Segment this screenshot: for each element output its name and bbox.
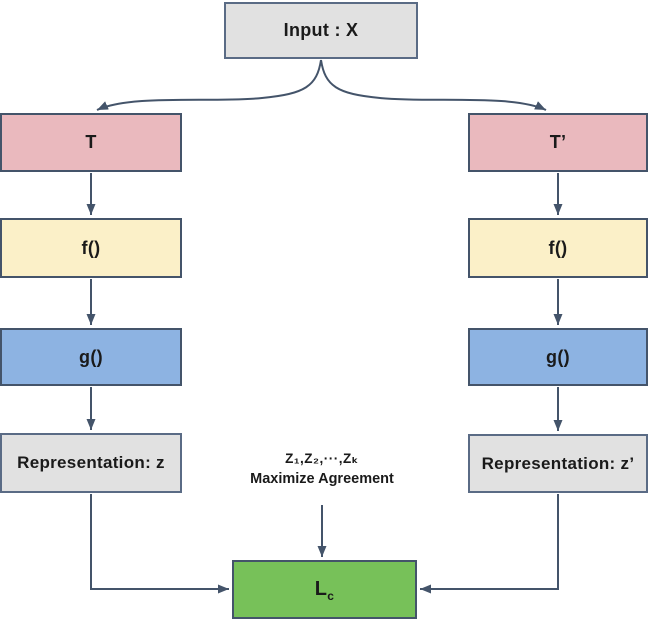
augmentation-t-prime-box-right: T’	[468, 113, 648, 172]
maximize-agreement-label: Maximize Agreement	[250, 470, 394, 487]
arrow-rep-right-to-loss	[420, 494, 559, 594]
input-box-label: Input : X	[283, 20, 359, 40]
arrow-rep-left-to-loss	[90, 494, 229, 594]
z-vectors-label: Z₁,Z₂,···,Zₖ	[285, 451, 359, 466]
representation-box-right: Representation: z’	[468, 434, 648, 493]
loss-label-main: L	[314, 578, 328, 600]
loss-label-subscript: c	[327, 589, 335, 603]
input-box: Input : X	[224, 2, 418, 59]
projection-g-label-left: g()	[79, 346, 103, 367]
augmentation-t-label: T	[85, 132, 97, 152]
representation-label-right: Representation: z’	[481, 453, 635, 473]
augmentation-t-box-left: T	[0, 113, 182, 172]
projection-g-box-left: g()	[0, 328, 182, 386]
arrow-input-to-t-prime	[320, 59, 547, 111]
encoder-f-box-left: f()	[0, 218, 182, 278]
arrow-input-to-t	[96, 59, 322, 111]
maximize-agreement-annotation: Z₁,Z₂,···,Zₖ Maximize Agreement	[222, 449, 422, 490]
projection-g-label-right: g()	[546, 346, 570, 367]
augmentation-t-prime-label: T’	[549, 132, 567, 152]
representation-label-left: Representation: z	[17, 453, 165, 472]
encoder-f-label-left: f()	[81, 237, 101, 258]
encoder-f-box-right: f()	[468, 218, 648, 278]
encoder-f-label-right: f()	[548, 237, 568, 258]
projection-g-box-right: g()	[468, 328, 648, 386]
representation-box-left: Representation: z	[0, 433, 182, 493]
